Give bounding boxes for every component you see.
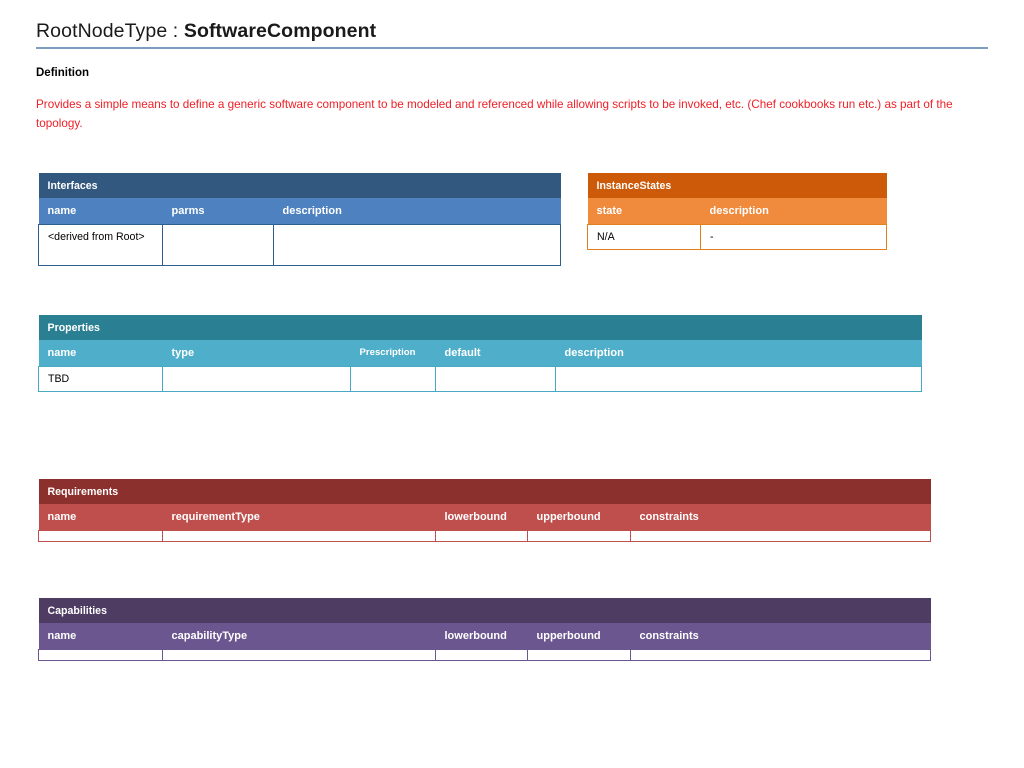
requirements-col-constraints: constraints xyxy=(630,504,931,531)
table-row: TBD xyxy=(38,366,922,392)
capabilities-header-row: name capabilityType lowerbound upperboun… xyxy=(38,623,931,650)
capabilities-cell-name xyxy=(38,649,163,661)
properties-col-name: name xyxy=(38,340,163,367)
properties-cell-description xyxy=(555,366,922,392)
table-row: N/A - xyxy=(587,224,887,250)
capabilities-cell-capabilitytype xyxy=(162,649,436,661)
interfaces-col-name: name xyxy=(38,198,163,225)
instancestates-cell-description: - xyxy=(700,224,887,250)
capabilities-cell-upperbound xyxy=(527,649,631,661)
capabilities-col-name: name xyxy=(38,623,163,650)
instancestates-header-row: state description xyxy=(587,198,887,225)
requirements-cell-name xyxy=(38,530,163,542)
capabilities-col-lowerbound: lowerbound xyxy=(435,623,528,650)
capabilities-cell-lowerbound xyxy=(435,649,528,661)
interfaces-header-row: name parms description xyxy=(38,198,561,225)
requirements-col-requirementtype: requirementType xyxy=(162,504,436,531)
page-title: RootNodeType : SoftwareComponent xyxy=(36,19,376,43)
table-row: <derived from Root> xyxy=(38,224,561,266)
capabilities-col-upperbound: upperbound xyxy=(527,623,631,650)
properties-header-row: name type Prescription default descripti… xyxy=(38,340,922,367)
table-row xyxy=(38,530,932,542)
capabilities-table: Capabilities name capabilityType lowerbo… xyxy=(38,598,932,661)
interfaces-cell-description xyxy=(273,224,561,266)
requirements-cell-upperbound xyxy=(527,530,631,542)
definition-text: Provides a simple means to define a gene… xyxy=(36,98,953,130)
requirements-cell-lowerbound xyxy=(435,530,528,542)
page-title-name: SoftwareComponent xyxy=(183,20,377,42)
requirements-col-lowerbound: lowerbound xyxy=(435,504,528,531)
properties-col-type: type xyxy=(162,340,351,367)
properties-col-prescription: Prescription xyxy=(350,340,436,367)
instancestates-cell-state: N/A xyxy=(587,224,701,250)
properties-col-description: description xyxy=(555,340,922,367)
interfaces-col-description: description xyxy=(273,198,561,225)
properties-col-default: default xyxy=(435,340,556,367)
properties-cell-name: TBD xyxy=(38,366,163,392)
requirements-cell-requirementtype xyxy=(162,530,436,542)
instancestates-title-row: InstanceStates xyxy=(587,173,887,198)
interfaces-col-parms: parms xyxy=(162,198,274,225)
requirements-col-upperbound: upperbound xyxy=(527,504,631,531)
properties-table: Properties name type Prescription defaul… xyxy=(38,315,922,392)
table-row xyxy=(38,649,932,661)
capabilities-cell-constraints xyxy=(629,649,932,661)
interfaces-cell-parms xyxy=(162,224,274,266)
title-divider xyxy=(36,47,988,49)
requirements-title-row: Requirements xyxy=(38,479,931,504)
instancestates-col-description: description xyxy=(700,198,887,225)
definition-heading: Definition xyxy=(36,67,90,79)
requirements-header-row: name requirementType lowerbound upperbou… xyxy=(38,504,931,531)
instancestates-title: InstanceStates xyxy=(587,173,887,198)
properties-cell-prescription xyxy=(350,366,436,392)
interfaces-title: Interfaces xyxy=(38,173,561,198)
interfaces-table: Interfaces name parms description <deriv… xyxy=(38,173,561,266)
instancestates-table: InstanceStates state description N/A - xyxy=(587,173,887,250)
requirements-col-name: name xyxy=(38,504,163,531)
capabilities-title-row: Capabilities xyxy=(38,598,931,623)
properties-title-row: Properties xyxy=(38,315,922,340)
capabilities-title: Capabilities xyxy=(38,598,931,623)
interfaces-title-row: Interfaces xyxy=(38,173,561,198)
instancestates-col-state: state xyxy=(587,198,701,225)
properties-title: Properties xyxy=(38,315,922,340)
properties-cell-type xyxy=(162,366,351,392)
interfaces-cell-name: <derived from Root> xyxy=(38,224,163,266)
properties-cell-default xyxy=(435,366,556,392)
requirements-title: Requirements xyxy=(38,479,931,504)
capabilities-col-capabilitytype: capabilityType xyxy=(162,623,436,650)
requirements-table: Requirements name requirementType lowerb… xyxy=(38,479,932,542)
requirements-cell-constraints xyxy=(629,530,932,542)
page-title-prefix: RootNodeType : xyxy=(36,20,184,42)
capabilities-col-constraints: constraints xyxy=(630,623,931,650)
